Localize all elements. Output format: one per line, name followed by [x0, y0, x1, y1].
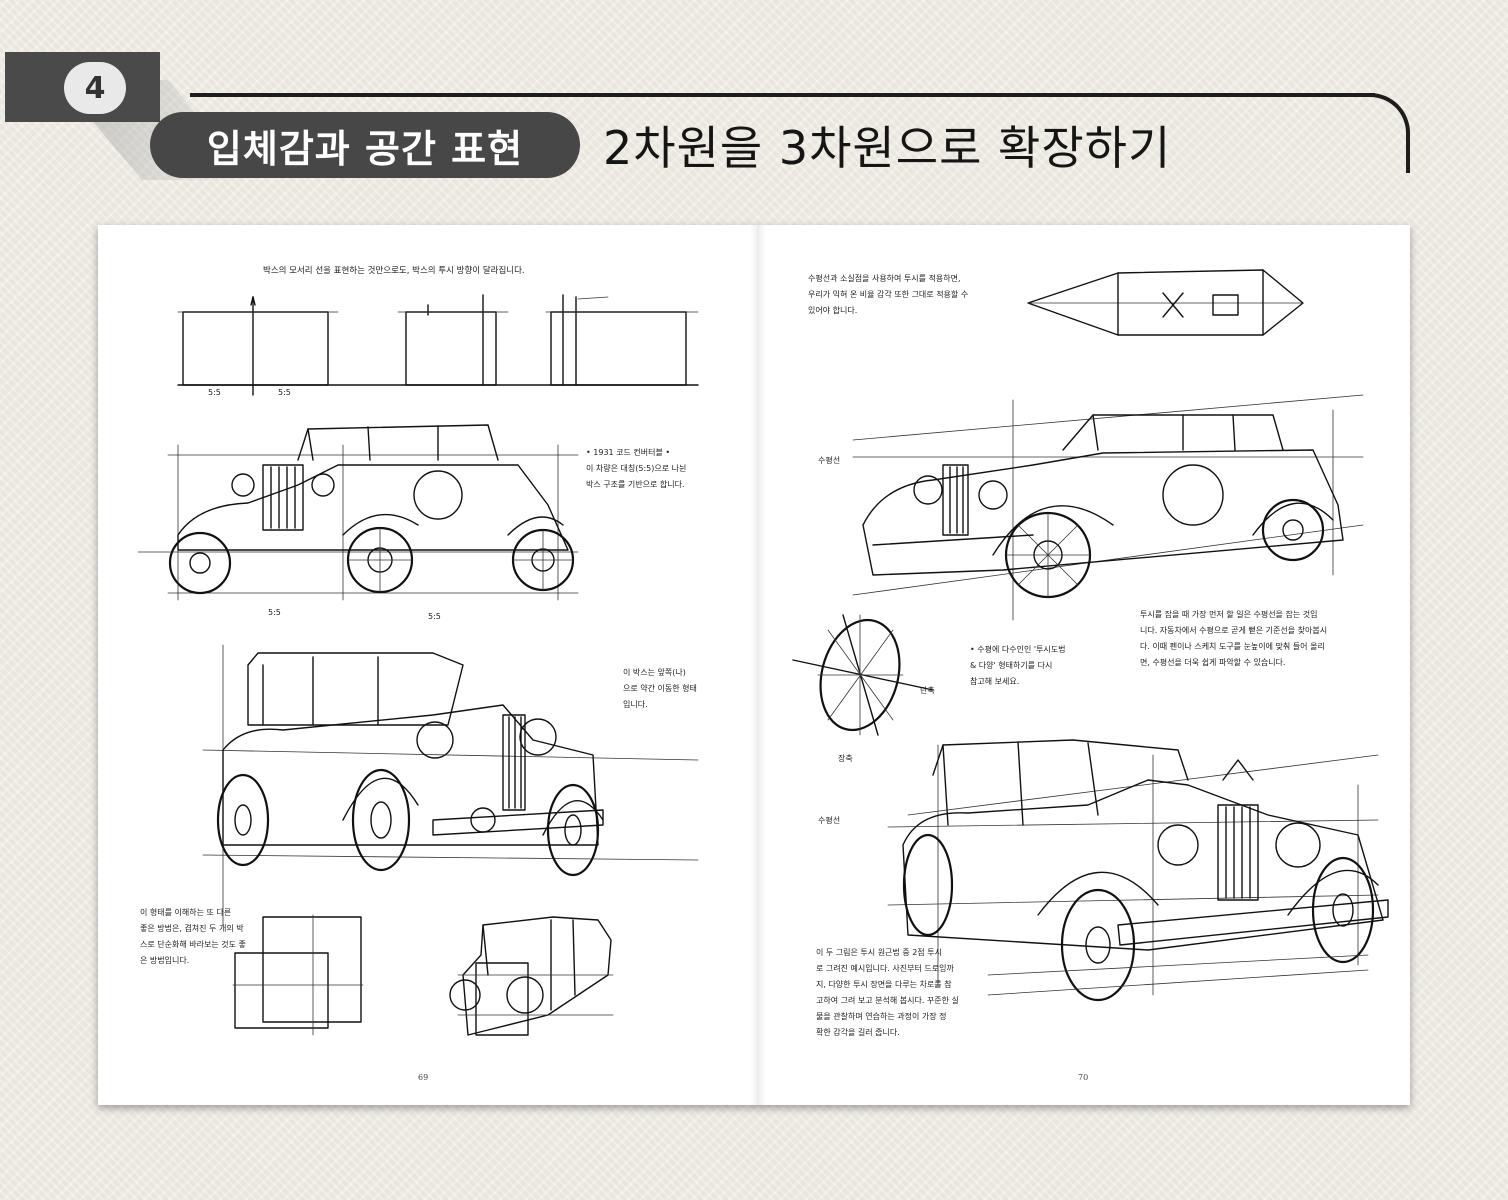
perspective-boxes-illustration — [177, 294, 699, 396]
perspective-note: 투시를 잡을 때 가장 먼저 할 일은 수평선을 잡는 것입 니다. 자동차에서… — [1140, 610, 1328, 667]
book-gutter — [750, 225, 766, 1105]
box-ratio-label: 5:5 — [278, 388, 291, 397]
page-number-right: 70 — [1078, 1073, 1089, 1082]
car-perspective-sketch — [852, 394, 1364, 621]
flat-perspective-box-illustration — [1027, 269, 1304, 336]
horizon-line-label: 수평선 — [818, 456, 841, 465]
book-spread: 박스의 모서리 선을 표현하는 것만으로도, 박스의 투시 방향이 달라집니다.… — [98, 225, 1410, 1105]
page-title: 2차원을 3차원으로 확장하기 — [603, 121, 1172, 175]
left-bottom-caption: 이 형태를 이해하는 또 다른 좋은 방법은, 겹쳐진 두 개의 박 스로 단순… — [140, 908, 246, 965]
car1-caption: • 1931 코드 컨버터블 • 이 차량은 대칭(5:5)으로 나뉜 박스 구… — [586, 448, 687, 489]
right-bottom-caption: 이 두 그림은 투시 원근법 중 2점 투시 로 그려진 예시입니다. 사진부터… — [816, 948, 959, 1037]
car2-caption: 이 박스는 앞쪽(나) 으로 약간 이동한 형태 입니다. — [623, 668, 697, 709]
chapter-number-badge: 4 — [64, 62, 126, 114]
car-threequarter-sketch — [202, 644, 699, 926]
box-ratio-label: 5:5 — [208, 388, 221, 397]
overlapping-boxes-illustration — [232, 914, 614, 1036]
long-axis-label: 장축 — [838, 754, 853, 763]
car-ratio-label: 5:5 — [428, 612, 441, 621]
car-1931-sideview-sketch — [137, 424, 579, 601]
page-number-left: 69 — [418, 1073, 429, 1082]
header-rule-corner — [1368, 93, 1410, 173]
ellipse-caption: • 수평에 다수인인 '투시도법 & 다양' 형태하기를 다시 참고해 보세요. — [970, 645, 1066, 686]
right-intro-text: 수평선과 소실점을 사용하여 투시를 적용하면, 우리가 익혀 온 비율 감각 … — [808, 274, 969, 315]
car-ratio-label: 5:5 — [268, 608, 281, 617]
header-rule — [190, 93, 1375, 97]
left-intro-text: 박스의 모서리 선을 표현하는 것만으로도, 박스의 투시 방향이 달라집니다. — [263, 266, 525, 276]
car-lowangle-sketch — [887, 739, 1389, 1002]
section-label: 입체감과 공간 표현 — [150, 112, 580, 178]
ellipse-axes-diagram — [792, 614, 934, 736]
horizon-line-label: 수평선 — [818, 816, 841, 825]
short-axis-label: 단축 — [920, 686, 935, 695]
